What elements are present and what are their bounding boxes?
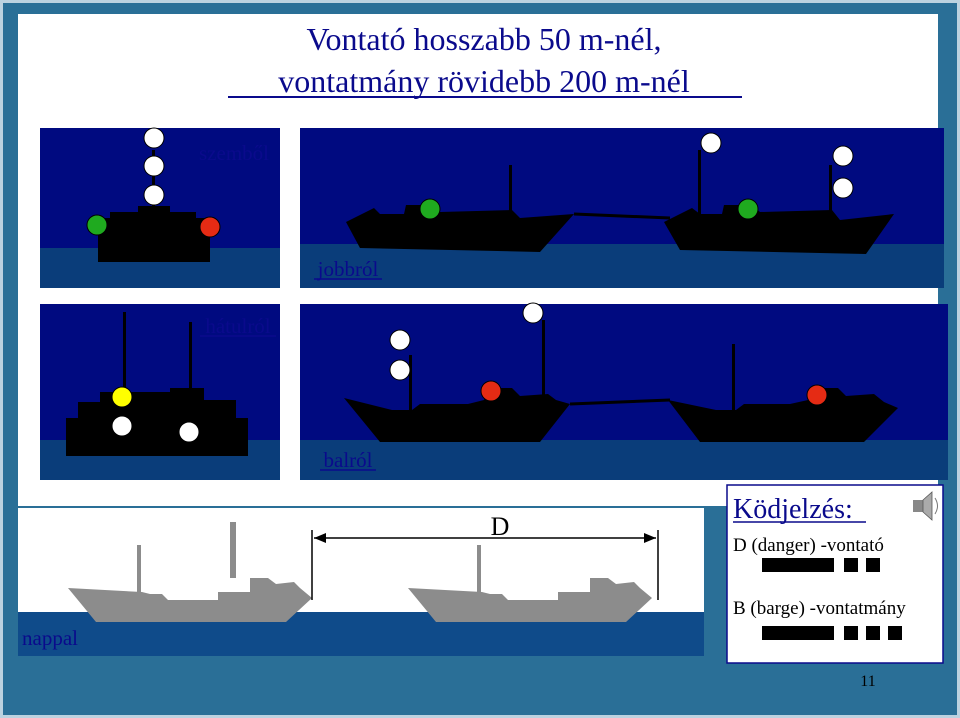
label-port: balról: [324, 448, 373, 472]
stern-white-light-1: [111, 415, 133, 437]
front-masthead-light-1: [143, 127, 165, 149]
front-mast: [152, 150, 155, 210]
title-band: [18, 14, 938, 106]
stern-yellow-towing-light: [111, 386, 133, 408]
port-tug-masthead-light: [522, 302, 544, 324]
port-barge-mast: [732, 344, 735, 410]
panel-day: D: [18, 508, 704, 656]
day-tug-mast-fwd: [137, 545, 141, 597]
speaker-icon-cone: [922, 491, 933, 521]
panel-stern: [40, 304, 280, 480]
starboard-tug-green-light: [419, 198, 441, 220]
port-tug-mast-aft: [542, 320, 545, 400]
title-line-1: Vontató hosszabb 50 m-nél,: [307, 21, 662, 57]
port-tug-mast-fwd: [409, 355, 412, 410]
panel-starboard: [300, 128, 944, 288]
front-red-sidelight: [199, 216, 221, 238]
speaker-icon-body: [913, 500, 923, 512]
starboard-tug-mast: [509, 165, 512, 215]
fog-heading: Ködjelzés:: [733, 494, 853, 525]
label-stern: hátulról: [205, 314, 270, 338]
port-tug: [344, 388, 570, 442]
label-front: szemből: [199, 141, 269, 165]
panel-port: [300, 302, 948, 480]
label-day: nappal: [22, 626, 78, 650]
distance-label: D: [491, 512, 510, 541]
starboard-barge-green-light: [737, 198, 759, 220]
panel-port-water: [300, 440, 948, 480]
panel-front: [40, 127, 280, 288]
fog-tug-pattern: [762, 558, 880, 572]
starboard-barge-light-1: [832, 145, 854, 167]
front-green-sidelight: [86, 214, 108, 236]
starboard-towline: [573, 212, 671, 220]
barge-short-signal-4: [888, 626, 902, 640]
day-tug-mast-aft: [230, 522, 236, 578]
stern-white-light-2: [178, 421, 200, 443]
stern-mast-left: [123, 312, 126, 394]
tug-short-signal-3: [866, 558, 880, 572]
speaker-icon[interactable]: [913, 491, 938, 521]
port-towline: [569, 398, 671, 406]
front-masthead-light-2: [143, 155, 165, 177]
starboard-barge-light-2: [832, 177, 854, 199]
barge-short-signal-2: [844, 626, 858, 640]
day-barge: [408, 578, 652, 622]
port-barge: [668, 388, 898, 442]
barge-short-signal-3: [866, 626, 880, 640]
barge-long-signal-1: [762, 626, 834, 640]
speaker-icon-wave: [934, 497, 938, 515]
page-number: 11: [860, 673, 875, 690]
front-masthead-light-3: [143, 184, 165, 206]
fog-barge-text: B (barge) -vontatmány: [733, 598, 906, 619]
distance-arrow-right: [644, 533, 656, 543]
starboard-barge-mast-aft: [829, 165, 832, 215]
tug-short-signal-2: [844, 558, 858, 572]
tug-long-signal-1: [762, 558, 834, 572]
starboard-barge-masthead-light: [700, 132, 722, 154]
starboard-barge: [664, 205, 894, 254]
port-tug-light-2: [389, 359, 411, 381]
day-tug: [68, 578, 312, 622]
title: Vontató hosszabb 50 m-nél, vontatmány rö…: [18, 14, 938, 106]
front-ship: [98, 206, 210, 262]
starboard-tug: [346, 205, 574, 252]
stern-mast-right: [189, 322, 192, 390]
port-tug-light-1: [389, 329, 411, 351]
fog-tug-text: D (danger) -vontató: [733, 535, 884, 556]
starboard-barge-mast-fwd: [698, 150, 701, 214]
title-line-2: vontatmány rövidebb 200 m-nél: [278, 63, 690, 99]
fog-signal-box: Ködjelzés: D (danger) -vontató B (barge)…: [726, 484, 944, 664]
stern-ship: [66, 388, 248, 456]
port-barge-red-light: [806, 384, 828, 406]
fog-barge-pattern: [762, 626, 902, 640]
day-barge-mast: [477, 545, 481, 597]
label-starboard: jobbról: [317, 257, 379, 281]
port-tug-red-light: [480, 380, 502, 402]
distance-arrow-left: [314, 533, 326, 543]
